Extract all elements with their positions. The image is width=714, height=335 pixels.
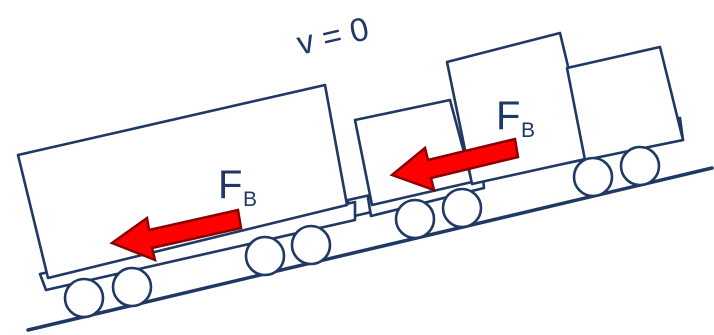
trailer-body <box>16 83 349 280</box>
trailer-wheel-4 <box>290 224 332 266</box>
trailer-force-label: F B <box>218 163 257 211</box>
trailer-wheel-3 <box>244 235 286 277</box>
trailer-force-symbol: F <box>218 163 242 207</box>
truck-force-label: F B <box>496 94 535 142</box>
truck-wheel-4 <box>619 145 661 187</box>
velocity-label: v = 0 <box>293 9 372 61</box>
truck-wheel-3 <box>572 156 614 198</box>
trailer-brake-force-arrow <box>109 208 243 263</box>
trailer-wheel-1 <box>63 277 105 319</box>
truck-wheel-2 <box>441 187 483 229</box>
truck-wheel-1 <box>394 198 436 240</box>
trailer-wheel-2 <box>111 266 153 308</box>
truck-force-subscript: B <box>521 119 535 142</box>
trailer-force-subscript: B <box>243 188 257 211</box>
truck-brake-force-arrow <box>389 137 520 192</box>
truck-cargo-box-rear <box>565 45 685 162</box>
truck-force-symbol: F <box>496 94 520 138</box>
